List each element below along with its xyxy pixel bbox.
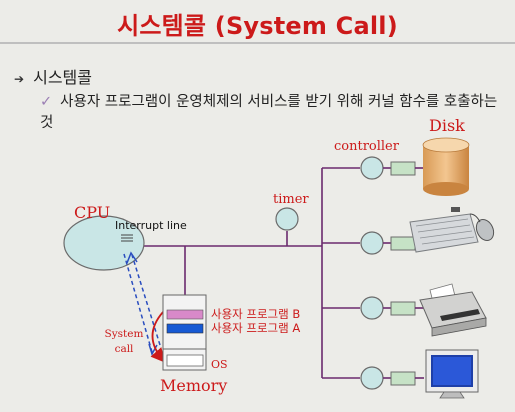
monitor-icon: [425, 349, 479, 399]
memory-label: Memory: [160, 376, 228, 395]
program-b-label: 사용자 프로그램 B: [211, 307, 301, 321]
check-bullet-icon: ✓: [40, 94, 53, 110]
system-bus: [133, 167, 360, 379]
program-b-block: [166, 309, 204, 320]
timer-label: timer: [273, 192, 309, 207]
title-divider: [0, 42, 515, 44]
program-a-block: [166, 323, 204, 334]
device-row-monitor: [360, 366, 424, 390]
keyboard-mouse-icon: [409, 207, 495, 253]
disk-icon: [422, 137, 470, 196]
device-row-disk: [360, 156, 423, 180]
arrow-bullet-icon: ➔: [14, 72, 25, 86]
device-row-printer: [360, 296, 424, 320]
cpu-label: CPU: [74, 203, 111, 222]
interrupt-line-label: Interrupt line: [115, 219, 187, 232]
bullet-sub: ✓사용자 프로그램이 운영체제의 서비스를 받기 위해 커널 함수를 호출하는 …: [40, 92, 510, 134]
bullet-main: ➔ 시스템콜: [14, 64, 92, 88]
program-a-label: 사용자 프로그램 A: [211, 321, 301, 335]
system-call-arrow: [150, 311, 166, 363]
os-block: [166, 354, 204, 367]
bullet-sub-text: 사용자 프로그램이 운영체제의 서비스를 받기 위해 커널 함수를 호출하는 것: [40, 94, 498, 131]
disk-label: Disk: [429, 116, 465, 135]
slide-title: 시스템콜 (System Call): [117, 12, 398, 40]
device-row-keyboard: [360, 231, 424, 255]
interrupt-line-lines: [121, 234, 133, 242]
timer-node: [275, 207, 299, 231]
printer-icon: [419, 283, 487, 337]
bullet-main-text: 시스템콜: [33, 68, 92, 87]
system-call-label: System call: [104, 328, 144, 355]
memory-block: [162, 294, 207, 371]
controller-label: controller: [334, 139, 399, 154]
os-label: OS: [211, 358, 228, 371]
